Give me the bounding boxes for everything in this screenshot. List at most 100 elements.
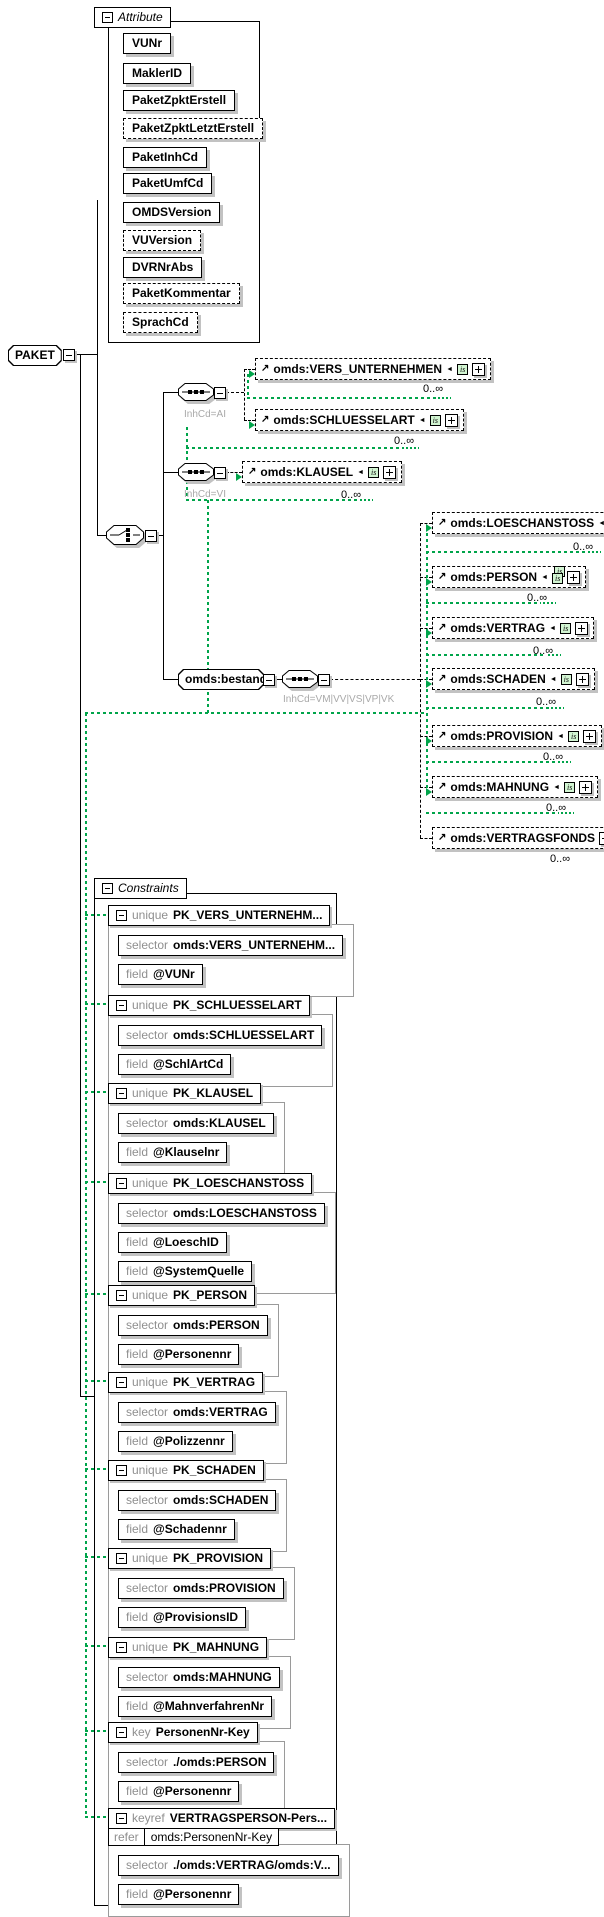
collapse-icon[interactable] xyxy=(116,1177,127,1189)
expand-icon[interactable] xyxy=(472,362,486,376)
constraint-header[interactable]: unique PK_KLAUSEL xyxy=(108,1083,262,1104)
expand-icon[interactable] xyxy=(445,413,459,427)
attribute-paketzpktletzterstell[interactable]: PaketZpktLetztErstell xyxy=(123,118,264,139)
green-arrow-icon xyxy=(426,788,432,796)
sequence-compositor-icon[interactable] xyxy=(282,670,318,693)
connector-line xyxy=(163,472,178,473)
collapse-icon[interactable] xyxy=(116,1376,127,1388)
constraint-name: PersonenNr-Key xyxy=(155,1725,250,1739)
collapse-icon[interactable] xyxy=(116,1552,127,1564)
constraint-header[interactable]: unique PK_SCHADEN xyxy=(108,1460,264,1481)
constraint-field[interactable]: field@LoeschID xyxy=(118,1232,227,1253)
collapse-icon[interactable] xyxy=(116,909,127,921)
constraint-field[interactable]: field@Personennr xyxy=(118,1344,240,1365)
collapse-icon[interactable] xyxy=(116,1812,127,1824)
collapse-icon[interactable] xyxy=(102,11,113,23)
expand-icon[interactable] xyxy=(599,831,604,845)
selector-value: omds:SCHLUESSELART xyxy=(173,1028,315,1042)
constraint-header[interactable]: unique PK_VERS_UNTERNEHM... xyxy=(108,905,331,926)
sequence-compositor-icon[interactable] xyxy=(178,383,214,406)
field-value: @MahnverfahrenNr xyxy=(153,1699,265,1713)
collapse-icon[interactable] xyxy=(116,1464,127,1476)
constraint-selector[interactable]: selector./omds:PERSON xyxy=(118,1752,275,1773)
constraints-panel-tab[interactable]: Constraints xyxy=(94,878,187,899)
constraint-field[interactable]: field@Schadennr xyxy=(118,1519,235,1540)
selector-label: selector xyxy=(126,938,169,952)
constraint-header[interactable]: unique PK_VERTRAG xyxy=(108,1372,264,1393)
element-omds-schluesselart[interactable]: ↗ omds:SCHLUESSELART ◄ is xyxy=(255,409,465,431)
attribute-maklerid[interactable]: MaklerID xyxy=(123,63,192,84)
constraint-header[interactable]: key PersonenNr-Key xyxy=(108,1722,258,1743)
element-omds-provision[interactable]: ↗ omds:PROVISION ◄ is xyxy=(432,725,603,747)
attribute-sprachcd[interactable]: SprachCd xyxy=(123,312,198,333)
element-paket[interactable]: PAKET xyxy=(8,345,62,366)
element-omds-bestand[interactable]: omds:bestand xyxy=(178,669,264,690)
element-omds-vertrag[interactable]: ↗ omds:VERTRAG ◄ is xyxy=(432,617,595,639)
expand-icon[interactable] xyxy=(583,729,597,743)
attribute-paketzpkterstell[interactable]: PaketZpktErstell xyxy=(123,90,236,111)
constraint-field[interactable]: field@SystemQuelle xyxy=(118,1261,253,1282)
collapse-icon[interactable] xyxy=(116,1726,127,1738)
element-omds-schaden[interactable]: ↗ omds:SCHADEN ◄ is xyxy=(432,668,596,690)
constraint-selector[interactable]: selector./omds:VERTRAG/omds:V... xyxy=(118,1855,339,1876)
expand-icon[interactable] xyxy=(567,570,581,584)
element-omds-klausel[interactable]: ↗ omds:KLAUSEL ◄ is xyxy=(242,461,403,483)
collapse-icon[interactable] xyxy=(214,467,226,479)
attribute-paketinhcd[interactable]: PaketInhCd xyxy=(123,147,208,168)
expand-icon[interactable] xyxy=(576,672,590,686)
constraint-field[interactable]: field@Personennr xyxy=(118,1884,240,1905)
constraint-field[interactable]: field@SchlArtCd xyxy=(118,1054,232,1075)
attribute-dvrnrabs[interactable]: DVRNrAbs xyxy=(123,257,203,278)
collapse-icon[interactable] xyxy=(263,674,275,686)
constraint-relation-line xyxy=(426,761,556,763)
element-omds-mahnung[interactable]: ↗ omds:MAHNUNG ◄ is xyxy=(432,776,599,798)
attribute-paketkommentar[interactable]: PaketKommentar xyxy=(123,283,240,304)
constraint-field[interactable]: field@Personennr xyxy=(118,1781,240,1802)
constraint-field[interactable]: field@MahnverfahrenNr xyxy=(118,1696,273,1717)
element-omds-vertragsfonds[interactable]: ↗ omds:VERTRAGSFONDS xyxy=(432,827,604,849)
constraint-field[interactable]: field@ProvisionsID xyxy=(118,1607,247,1628)
left-arrow-icon: ◄ xyxy=(553,783,560,791)
collapse-icon[interactable] xyxy=(102,882,113,894)
collapse-icon[interactable] xyxy=(116,1641,127,1653)
constraint-header[interactable]: unique PK_LOESCHANSTOSS xyxy=(108,1173,313,1194)
attributes-panel-tab[interactable]: Attribute xyxy=(94,7,171,28)
expand-icon[interactable] xyxy=(383,465,397,479)
constraint-header[interactable]: unique PK_PERSON xyxy=(108,1285,256,1306)
element-omds-vers-unternehmen[interactable]: ↗ omds:VERS_UNTERNEHMEN ◄ is xyxy=(255,358,492,380)
constraint-header[interactable]: unique PK_MAHNUNG xyxy=(108,1637,268,1658)
expand-icon[interactable] xyxy=(579,780,593,794)
collapse-icon[interactable] xyxy=(318,674,330,686)
attribute-vuversion[interactable]: VUVersion xyxy=(123,230,202,251)
collapse-icon[interactable] xyxy=(214,387,226,399)
attribute-vunr[interactable]: VUNr xyxy=(123,33,172,54)
constraint-header[interactable]: keyref VERTRAGSPERSON-Pers... xyxy=(108,1808,336,1829)
constraint-header[interactable]: unique PK_PROVISION xyxy=(108,1548,272,1569)
collapse-icon[interactable] xyxy=(145,530,157,542)
attribute-omdsversion[interactable]: OMDSVersion xyxy=(123,202,221,223)
choice-compositor-icon[interactable] xyxy=(106,525,144,550)
sequence-compositor-icon[interactable] xyxy=(178,463,214,486)
expand-icon[interactable] xyxy=(575,621,589,635)
element-omds-loeschanstoss[interactable]: ↗ omds:LOESCHANSTOSS ◄ is xyxy=(432,512,604,534)
constraint-field[interactable]: field@Polizzennr xyxy=(118,1431,233,1452)
constraint-field[interactable]: field@Klauselnr xyxy=(118,1142,228,1163)
collapse-icon[interactable] xyxy=(63,349,75,361)
constraint-field[interactable]: field@VUNr xyxy=(118,964,203,985)
collapse-icon[interactable] xyxy=(116,1087,127,1099)
constraint-header[interactable]: unique PK_SCHLUESSELART xyxy=(108,995,310,1016)
collapse-icon[interactable] xyxy=(116,999,127,1011)
attribute-paketumfcd[interactable]: PaketUmfCd xyxy=(123,173,213,194)
collapse-icon[interactable] xyxy=(116,1289,127,1301)
